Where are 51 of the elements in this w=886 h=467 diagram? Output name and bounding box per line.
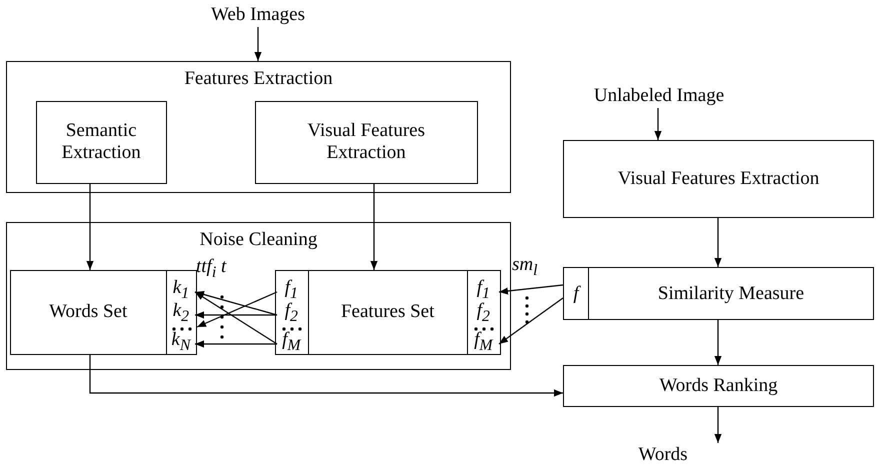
output-text: Words xyxy=(637,444,689,466)
arrow xyxy=(86,184,94,270)
arrow xyxy=(498,298,564,344)
arrow xyxy=(370,184,378,270)
module-title: Noise Cleaning xyxy=(198,229,318,251)
set-box xyxy=(308,270,468,355)
index-label: f$_{2}$ xyxy=(284,300,299,328)
formula-label: ttf$_{i}$ t xyxy=(196,256,226,283)
module-box xyxy=(6,222,511,370)
index-column xyxy=(274,270,309,355)
arrow xyxy=(195,340,277,348)
index-label: f$_{2}$ xyxy=(476,300,491,328)
arrow xyxy=(654,108,662,140)
process-box xyxy=(36,100,167,184)
index-label: k$_{N}$ xyxy=(170,329,192,356)
process-box xyxy=(563,365,874,407)
box-label: Similarity Measure xyxy=(656,282,806,304)
arrow xyxy=(714,218,722,267)
arrow xyxy=(254,27,262,61)
index-label: k$_{1}$ xyxy=(172,277,190,302)
module-box xyxy=(6,61,511,193)
box-label: Semantic Extraction xyxy=(60,120,142,164)
box-label: Words Ranking xyxy=(658,375,779,397)
arrow xyxy=(194,292,278,344)
index-label: f$_{M}$ xyxy=(473,329,494,356)
index-label: f$_{1}$ xyxy=(284,277,299,302)
arrow xyxy=(194,290,278,316)
arrow xyxy=(498,284,564,295)
box-label: Features Set xyxy=(340,301,436,324)
source-text: Web Images xyxy=(210,4,306,26)
process-box xyxy=(254,100,478,184)
source-text: Unlabeled Image xyxy=(592,85,726,107)
index-label: f$_{1}$ xyxy=(476,277,491,302)
arrow xyxy=(196,291,278,328)
module-title: Features Extraction xyxy=(183,68,334,90)
arrow xyxy=(714,320,722,365)
arrow xyxy=(714,407,722,443)
process-box xyxy=(563,140,874,218)
feature-box xyxy=(563,267,589,320)
index-column xyxy=(166,270,197,355)
arrow xyxy=(89,355,563,397)
box-label: Visual Features Extraction xyxy=(306,120,426,164)
process-box xyxy=(588,267,874,320)
set-box xyxy=(10,270,167,355)
index-label: k$_{2}$ xyxy=(172,300,190,328)
index-column xyxy=(466,270,501,355)
index-label: f xyxy=(572,282,582,304)
arrow xyxy=(195,311,277,319)
index-label: f$_{M}$ xyxy=(281,329,302,356)
box-label: Visual Features Extraction xyxy=(616,168,820,190)
box-label: Words Set xyxy=(48,301,128,324)
